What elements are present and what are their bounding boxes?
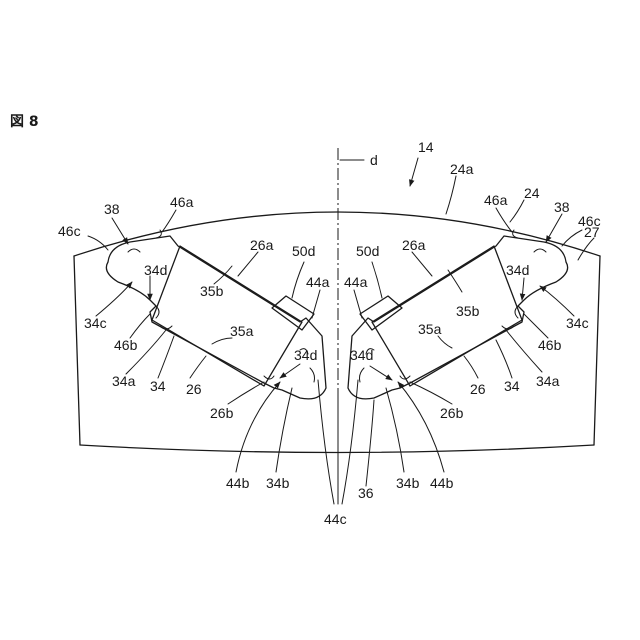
core-body — [74, 212, 600, 453]
label-left-46b: 46b — [114, 337, 138, 353]
leader-left-35a — [212, 338, 232, 344]
core-left-edge — [74, 256, 80, 445]
label-d: d — [370, 152, 378, 168]
leader-left-34c — [96, 282, 132, 316]
label-left-34a: 34a — [112, 373, 136, 389]
leader-right-35a — [438, 336, 452, 348]
label-right-46a: 46a — [484, 192, 508, 208]
leader-right-26a — [412, 252, 432, 276]
leader-right-34b — [386, 388, 404, 472]
leader-left-50d — [292, 262, 304, 298]
label-right-34: 34 — [504, 378, 520, 394]
label-right-44b: 44b — [430, 475, 454, 491]
leader-24 — [510, 200, 524, 222]
left-arc-44c — [310, 368, 315, 382]
label-left-34b: 34b — [266, 475, 290, 491]
label-left-26a: 26a — [250, 237, 274, 253]
leader-right-38 — [546, 214, 562, 242]
leader-right-34c — [540, 286, 574, 316]
leader-right-26 — [464, 356, 478, 378]
leader-left-38 — [112, 218, 128, 244]
right-magnet — [372, 246, 522, 386]
left-magnet-hole — [106, 236, 326, 399]
label-left-34c: 34c — [84, 315, 107, 331]
label-24: 24 — [524, 185, 540, 201]
leader-14 — [410, 158, 418, 186]
right-arc-46c — [534, 249, 546, 252]
core-bottom-edge — [80, 445, 594, 453]
label-right-50d: 50d — [356, 243, 379, 259]
leader-44c-c — [342, 380, 358, 504]
label-right-46c: 46c — [578, 213, 601, 229]
label-right-34a: 34a — [536, 373, 560, 389]
label-right-35b: 35b — [456, 303, 480, 319]
leader-right-34a — [506, 330, 542, 372]
leader-right-46b — [524, 314, 548, 338]
label-44c: 44c — [324, 511, 347, 527]
right-arc-44c — [360, 368, 365, 382]
label-right-26: 26 — [470, 381, 486, 397]
label-right-46b: 46b — [538, 337, 562, 353]
leader-right-44a — [354, 290, 362, 318]
label-left-35b: 35b — [200, 283, 224, 299]
label-right-35a: 35a — [418, 321, 442, 337]
leader-left-26a — [238, 252, 258, 276]
label-left-50d: 50d — [292, 243, 315, 259]
leader-right-35b — [448, 270, 462, 292]
leader-left-34 — [158, 336, 174, 378]
left-arc-46c — [128, 249, 140, 252]
label-right-34b: 34b — [396, 475, 420, 491]
label-left-44a: 44a — [306, 274, 330, 290]
label-right-38: 38 — [554, 199, 570, 215]
leader-right-46c — [562, 230, 582, 246]
label-left-34d-top: 34d — [144, 262, 167, 278]
leader-24a — [446, 176, 456, 214]
core-right-edge — [594, 256, 600, 445]
label-right-34d-top: 34d — [506, 262, 529, 278]
leader-left-34d-mid — [280, 364, 300, 378]
label-left-38: 38 — [104, 201, 120, 217]
leader-right-50d — [372, 262, 382, 298]
label-left-44b: 44b — [226, 475, 250, 491]
label-right-26a: 26a — [402, 237, 426, 253]
label-14: 14 — [418, 139, 434, 155]
leader-left-26b — [228, 382, 264, 404]
label-left-46c: 46c — [58, 223, 81, 239]
label-left-35a: 35a — [230, 323, 254, 339]
label-36: 36 — [358, 485, 374, 501]
leader-44c-a — [318, 380, 334, 504]
leader-left-26 — [190, 356, 206, 378]
left-block-50d — [272, 296, 314, 330]
label-right-44a: 44a — [344, 274, 368, 290]
outer-periphery-arc — [74, 212, 600, 256]
figure-title: 図 8 — [10, 114, 39, 130]
label-left-46a: 46a — [170, 194, 194, 210]
leader-right-34d-top — [522, 278, 524, 300]
leader-left-46b — [130, 314, 150, 338]
reference-labels: 14 d 24a 24 27 38 46a 46c 26a 50d 44a 34… — [58, 139, 601, 527]
label-left-34: 34 — [150, 378, 166, 394]
label-right-34d-mid: 34d — [350, 347, 373, 363]
label-left-26b: 26b — [210, 405, 234, 421]
label-left-26: 26 — [186, 381, 202, 397]
leader-left-34b — [276, 388, 292, 472]
leader-left-44a — [312, 290, 320, 318]
leader-right-34 — [496, 340, 512, 378]
left-magnet — [152, 246, 302, 386]
leader-right-34d-mid — [370, 366, 392, 380]
label-right-34c: 34c — [566, 315, 589, 331]
right-block-50d — [360, 296, 402, 330]
label-right-26b: 26b — [440, 405, 464, 421]
leader-36 — [366, 400, 374, 486]
leader-left-44b — [236, 382, 280, 472]
leader-right-26b — [410, 382, 452, 404]
label-24a: 24a — [450, 161, 474, 177]
label-left-34d-mid: 34d — [294, 347, 317, 363]
